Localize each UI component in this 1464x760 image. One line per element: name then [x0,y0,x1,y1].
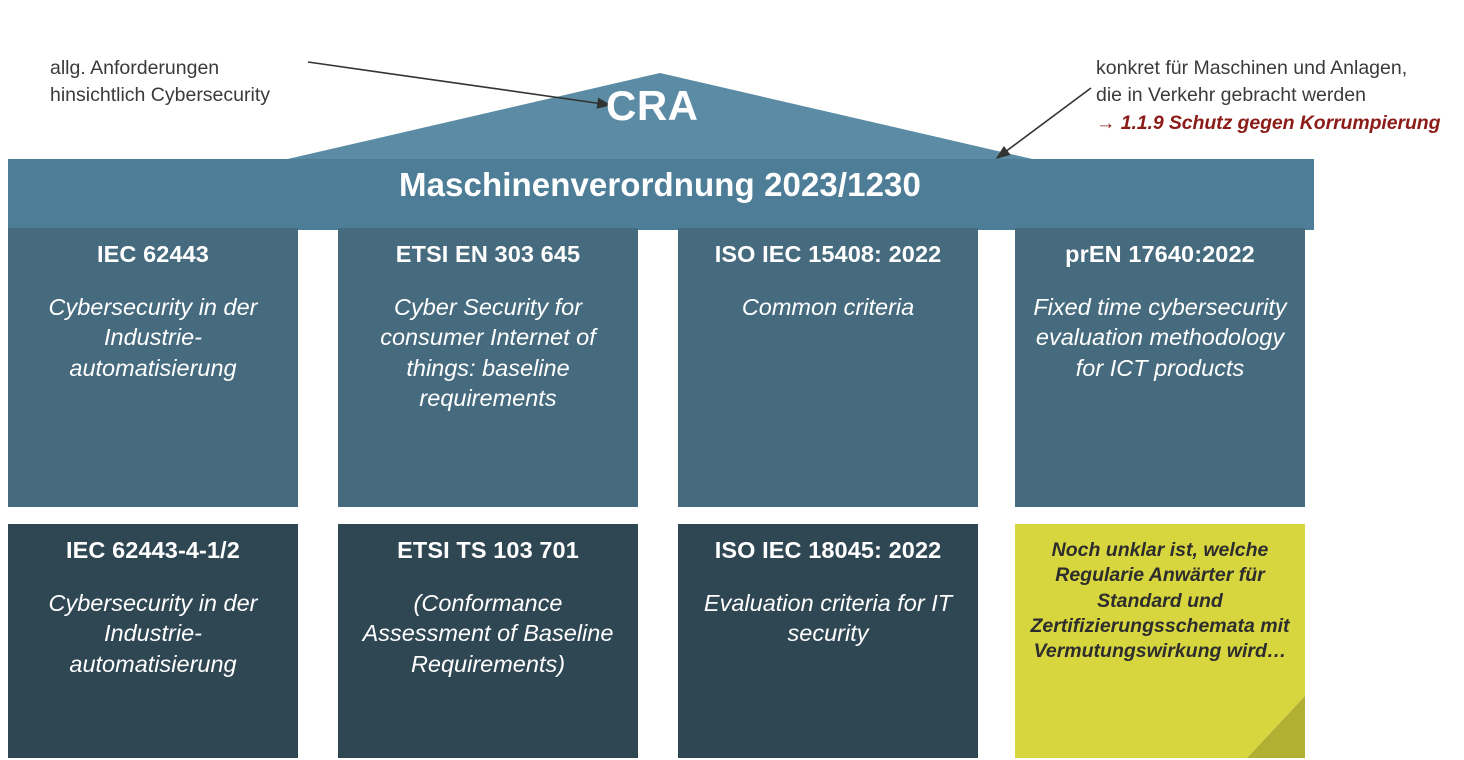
standard-box: ETSI TS 103 701 (Conformance Assessment … [338,524,638,758]
annotation-left-text: allg. Anforderungen hinsichtlich Cyberse… [50,56,270,106]
sticky-note-body [1015,524,1305,758]
annotation-right-highlight: → 1.1.9 Schutz gegen Korrumpierung [1096,111,1441,134]
standard-box: prEN 17640:2022 Fixed time cybersecurity… [1015,228,1305,507]
standard-box: ISO IEC 18045: 2022 Evaluation criteria … [678,524,978,758]
standard-description: Evaluation criteria for IT security [703,589,953,647]
standard-box: IEC 62443-4-1/2 Cybersecurity in der Ind… [8,524,298,758]
standard-description: Common criteria [741,293,915,320]
standard-box: IEC 62443 Cybersecurity in der Industrie… [8,228,298,507]
sticky-note: Noch unklar ist, welche Regularie Anwärt… [1015,524,1305,758]
standard-title: ISO IEC 18045: 2022 [714,537,942,563]
standard-description: Cyber Security for consumer Internet of … [380,293,596,412]
annotation-right: konkret für Maschinen und Anlagen, die i… [1096,28,1441,164]
roof-graphic [8,61,1314,230]
standard-title: ETSI TS 103 701 [397,537,579,563]
annotation-left: allg. Anforderungen hinsichtlich Cyberse… [50,28,270,109]
standard-title: IEC 62443 [97,241,209,267]
machinery-regulation-label: Maschinenverordnung 2023/1230 [399,166,921,203]
standard-description: Fixed time cybersecurity evaluation meth… [1033,293,1287,381]
arrow-left-annotation [307,61,612,109]
standard-description: Cybersecurity in der Industrie-automatis… [48,293,258,381]
sticky-note-text: Noch unklar ist, welche Regularie Anwärt… [1030,539,1290,663]
standard-description: (Conformance Assessment of Baseline Requ… [362,589,614,677]
standard-box: ETSI EN 303 645 Cyber Security for consu… [338,228,638,507]
standard-title: ETSI EN 303 645 [395,241,581,267]
standard-title: ISO IEC 15408: 2022 [714,241,942,267]
standard-description: Cybersecurity in der Industrie-automatis… [48,589,258,677]
standard-title: IEC 62443-4-1/2 [66,537,240,563]
standard-title: prEN 17640:2022 [1065,241,1255,267]
annotation-right-text: konkret für Maschinen und Anlagen, die i… [1096,56,1408,106]
roof-banner [8,159,1314,230]
standard-box: ISO IEC 15408: 2022 Common criteria [678,228,978,507]
arrow-right-annotation [995,87,1092,159]
cra-label: CRA [606,82,699,129]
